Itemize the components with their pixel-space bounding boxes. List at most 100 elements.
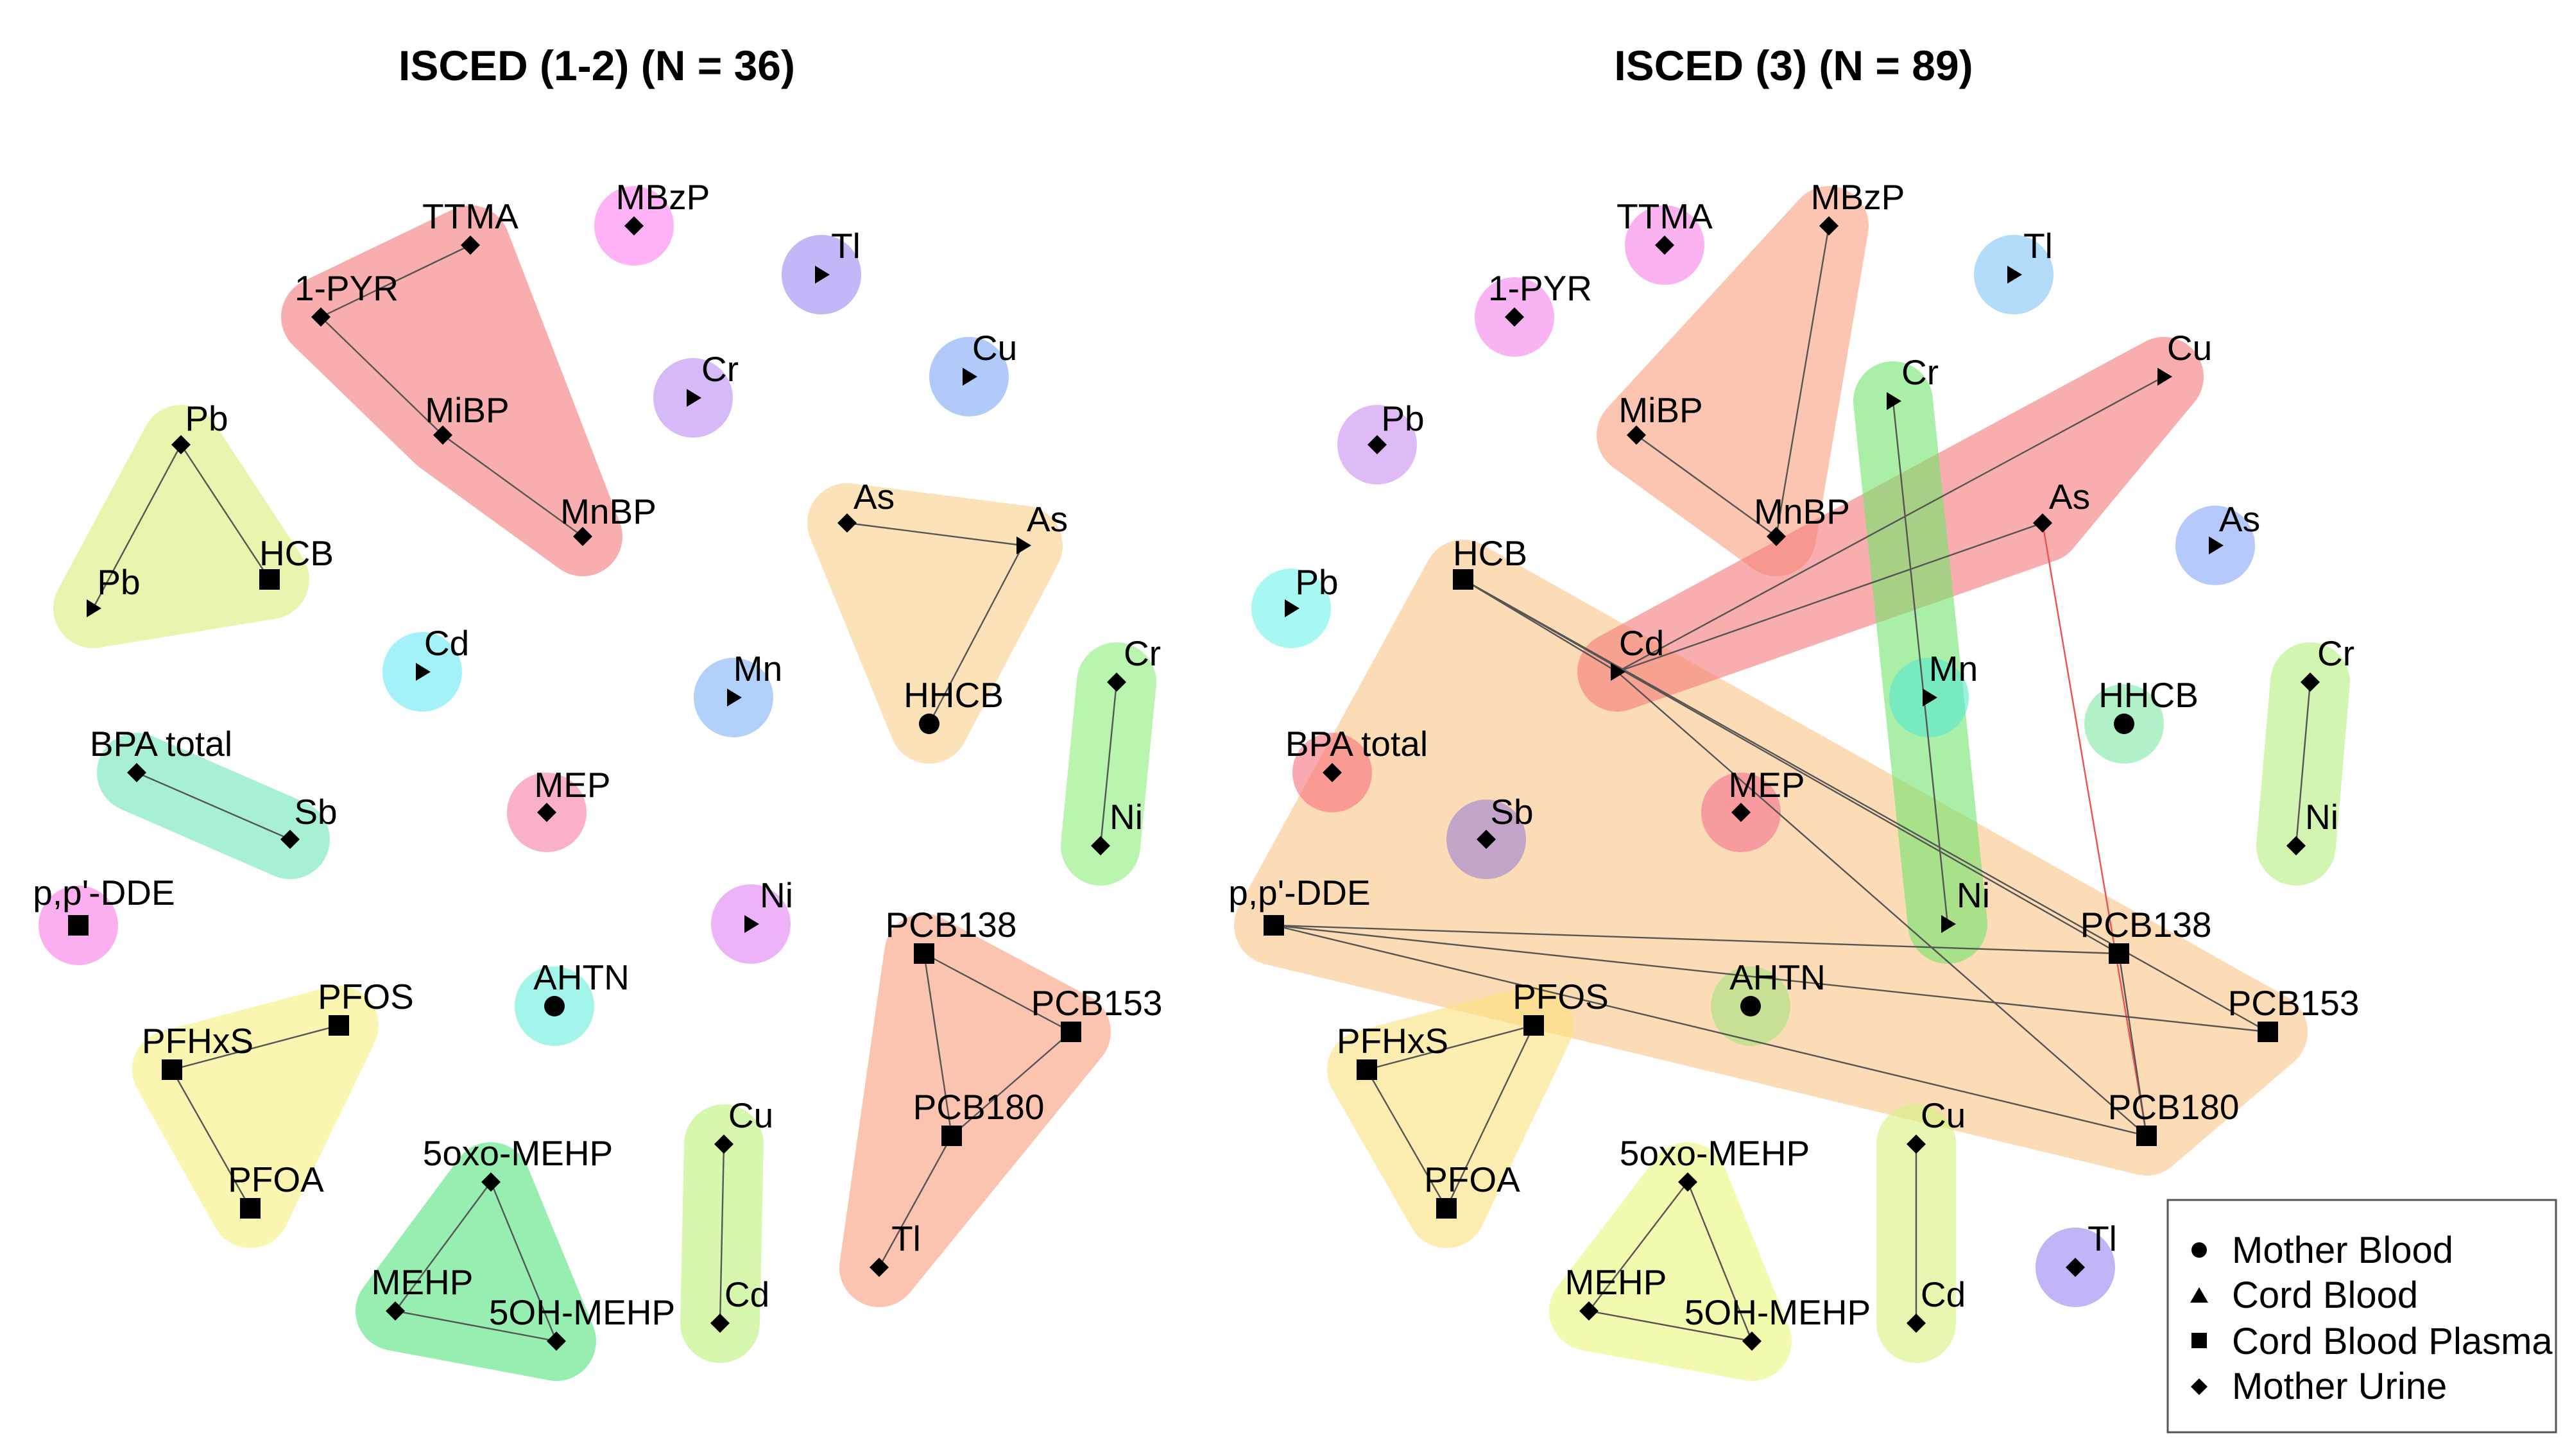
node-label: Pb xyxy=(185,398,228,438)
diamond-marker-icon xyxy=(1107,672,1126,692)
node-label: MBzP xyxy=(616,177,710,217)
node-ahtn: AHTN xyxy=(1729,957,1826,1016)
node-label: MnBP xyxy=(560,492,656,531)
diamond-marker-icon xyxy=(624,216,644,236)
edge-line xyxy=(846,522,1024,547)
node-label: Cr xyxy=(2317,633,2354,673)
square-marker-icon xyxy=(1523,1015,1544,1036)
node-oh: 5OH-MEHP xyxy=(1685,1292,1871,1351)
node-label: TTMA xyxy=(1616,196,1713,236)
node-cu_u: Cu xyxy=(1907,1095,1966,1154)
node-label: Cu xyxy=(1921,1095,1966,1135)
diamond-marker-icon xyxy=(1477,830,1496,849)
diamond-marker-icon xyxy=(461,236,480,255)
diamond-marker-icon xyxy=(311,307,330,327)
diamond-marker-icon xyxy=(1907,1314,1926,1333)
node-as_c: As xyxy=(2209,499,2260,554)
triangle-marker-icon xyxy=(1016,536,1031,554)
edge-line xyxy=(136,771,291,841)
diamond-marker-icon xyxy=(1323,763,1342,782)
diamond-marker-icon xyxy=(1367,435,1387,454)
triangle-marker-icon xyxy=(416,663,431,681)
node-pcb138: PCB138 xyxy=(886,905,1016,964)
edge-line xyxy=(951,1031,1072,1136)
node-label: As xyxy=(853,477,895,517)
node-mibp: MiBP xyxy=(1618,390,1703,445)
node-label: BPA total xyxy=(90,724,232,764)
edge-line xyxy=(1616,375,2165,673)
node-label: AHTN xyxy=(1729,957,1826,997)
node-label: Tl xyxy=(2023,226,2053,266)
node-ni_u: Ni xyxy=(1091,797,1143,855)
node-pfoa: PFOA xyxy=(228,1160,324,1219)
node-cr_c: Cr xyxy=(1887,352,1939,410)
node-pcb153: PCB153 xyxy=(1031,983,1163,1042)
node-label: HHCB xyxy=(2098,675,2199,715)
triangle-marker-icon xyxy=(687,389,701,407)
edge-line xyxy=(1588,1181,1688,1312)
node-label: PCB153 xyxy=(1031,983,1163,1023)
node-label: MEP xyxy=(1728,765,1805,805)
edge-line xyxy=(1616,522,2043,673)
triangle-marker-icon xyxy=(2157,368,2172,386)
square-marker-icon xyxy=(162,1059,182,1080)
node-ttma: TTMA xyxy=(422,196,519,255)
diamond-marker-icon xyxy=(1907,1135,1926,1154)
edge-line xyxy=(1462,578,2120,955)
edge-line xyxy=(1273,924,2147,1137)
diamond-marker-icon xyxy=(1627,425,1646,445)
node-label: PFHxS xyxy=(1337,1021,1448,1061)
node-sb: Sb xyxy=(1477,792,1534,849)
diamond-marker-icon xyxy=(547,1332,566,1351)
node-mn_c: Mn xyxy=(727,649,782,707)
triangle-marker-icon xyxy=(1611,663,1625,681)
diamond-marker-icon xyxy=(1731,803,1751,822)
node-cd_c: Cd xyxy=(416,623,469,681)
node-label: As xyxy=(2219,499,2260,539)
triangle-marker-icon xyxy=(1941,915,1956,933)
node-label: Pb xyxy=(97,562,140,602)
square-marker-icon xyxy=(2191,1333,2207,1348)
node-pfoa: PFOA xyxy=(1424,1160,1520,1219)
node-label: Tl xyxy=(2088,1219,2117,1258)
node-label: Mn xyxy=(1929,649,1978,689)
edge-line xyxy=(171,1069,252,1209)
panel-title: ISCED (3) (N = 89) xyxy=(1614,42,1973,89)
node-tl_u: Tl xyxy=(2066,1219,2117,1277)
node-label: 5oxo-MEHP xyxy=(423,1133,613,1173)
node-ni_c: Ni xyxy=(744,875,793,933)
node-label: HCB xyxy=(1453,533,1527,573)
legend-item-mother-urine: Mother Urine xyxy=(2191,1366,2447,1407)
node-label: Cr xyxy=(1901,352,1939,392)
node-cu_c: Cu xyxy=(963,328,1017,386)
node-as_u: As xyxy=(837,477,895,533)
node-label: Mn xyxy=(733,649,782,689)
node-hhcb: HHCB xyxy=(2098,675,2199,734)
node-label: 1-PYR xyxy=(1488,268,1592,308)
triangle-marker-icon xyxy=(727,689,742,707)
diamond-marker-icon xyxy=(837,513,857,533)
edge-line xyxy=(1636,434,1777,537)
node-label: Cu xyxy=(728,1095,773,1135)
circle-marker-icon xyxy=(1740,996,1761,1016)
node-oxo: 5oxo-MEHP xyxy=(423,1133,613,1192)
node-pcb138: PCB138 xyxy=(2080,905,2211,964)
node-tl_c: Tl xyxy=(815,226,861,284)
edges xyxy=(1273,225,2311,1342)
edge-line xyxy=(395,1310,557,1342)
node-label: Pb xyxy=(1295,562,1338,602)
node-cr_u: Cr xyxy=(2301,633,2354,692)
edge-line xyxy=(2118,953,2148,1136)
node-dde: p,p'-DDE xyxy=(1228,873,1371,936)
edge-line xyxy=(180,444,271,580)
edge-line xyxy=(1616,671,2147,1136)
edge-line xyxy=(1366,1024,1534,1071)
node-mnbp: MnBP xyxy=(560,492,656,546)
diamond-marker-icon xyxy=(433,425,452,445)
square-marker-icon xyxy=(2109,943,2129,964)
edge-line xyxy=(320,316,443,436)
node-ttma: TTMA xyxy=(1616,196,1713,255)
